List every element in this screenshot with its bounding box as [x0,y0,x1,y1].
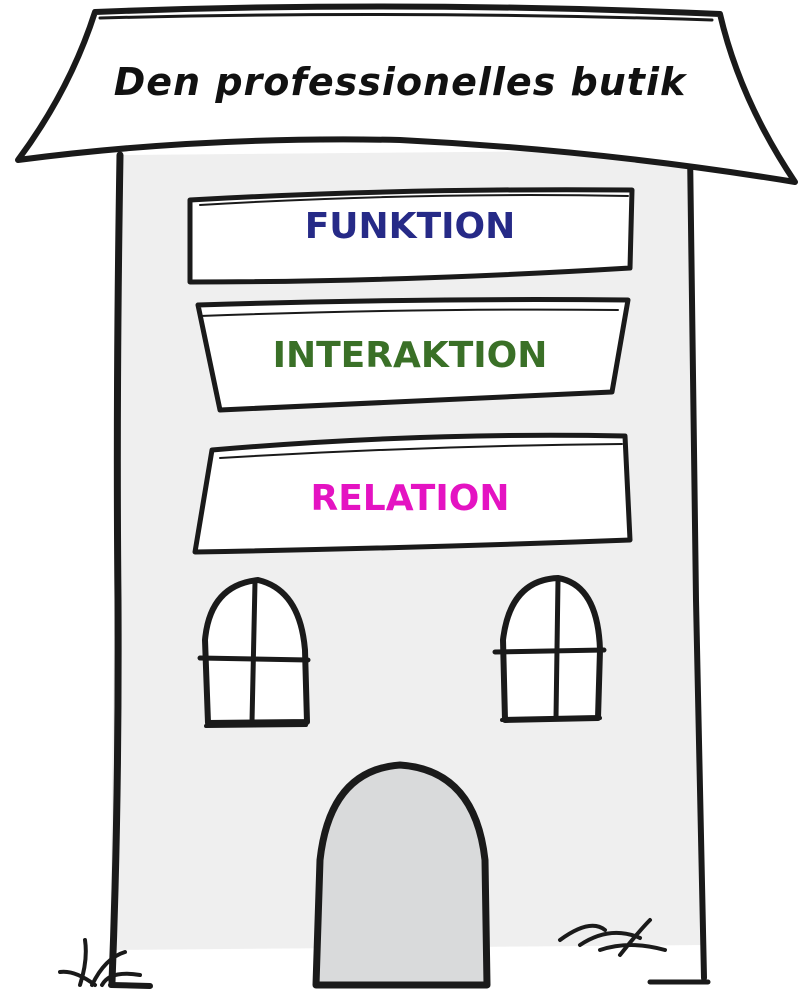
banner-funktion-frame [187,187,635,285]
banner-relation-label: RELATION [310,478,510,519]
door [312,761,491,989]
banner-funktion-label: FUNKTION [304,206,516,247]
shop-title: Den professionelles butik [113,60,687,104]
building-left-wall [108,151,124,986]
roof [15,3,798,185]
banner-relation-frame [192,432,633,555]
building-right-wall [687,147,707,981]
grass-left [58,938,142,987]
banner-interaktion-frame [195,297,631,413]
grass-right [558,918,667,957]
banner-interaktion-label: INTERAKTION [272,335,548,376]
